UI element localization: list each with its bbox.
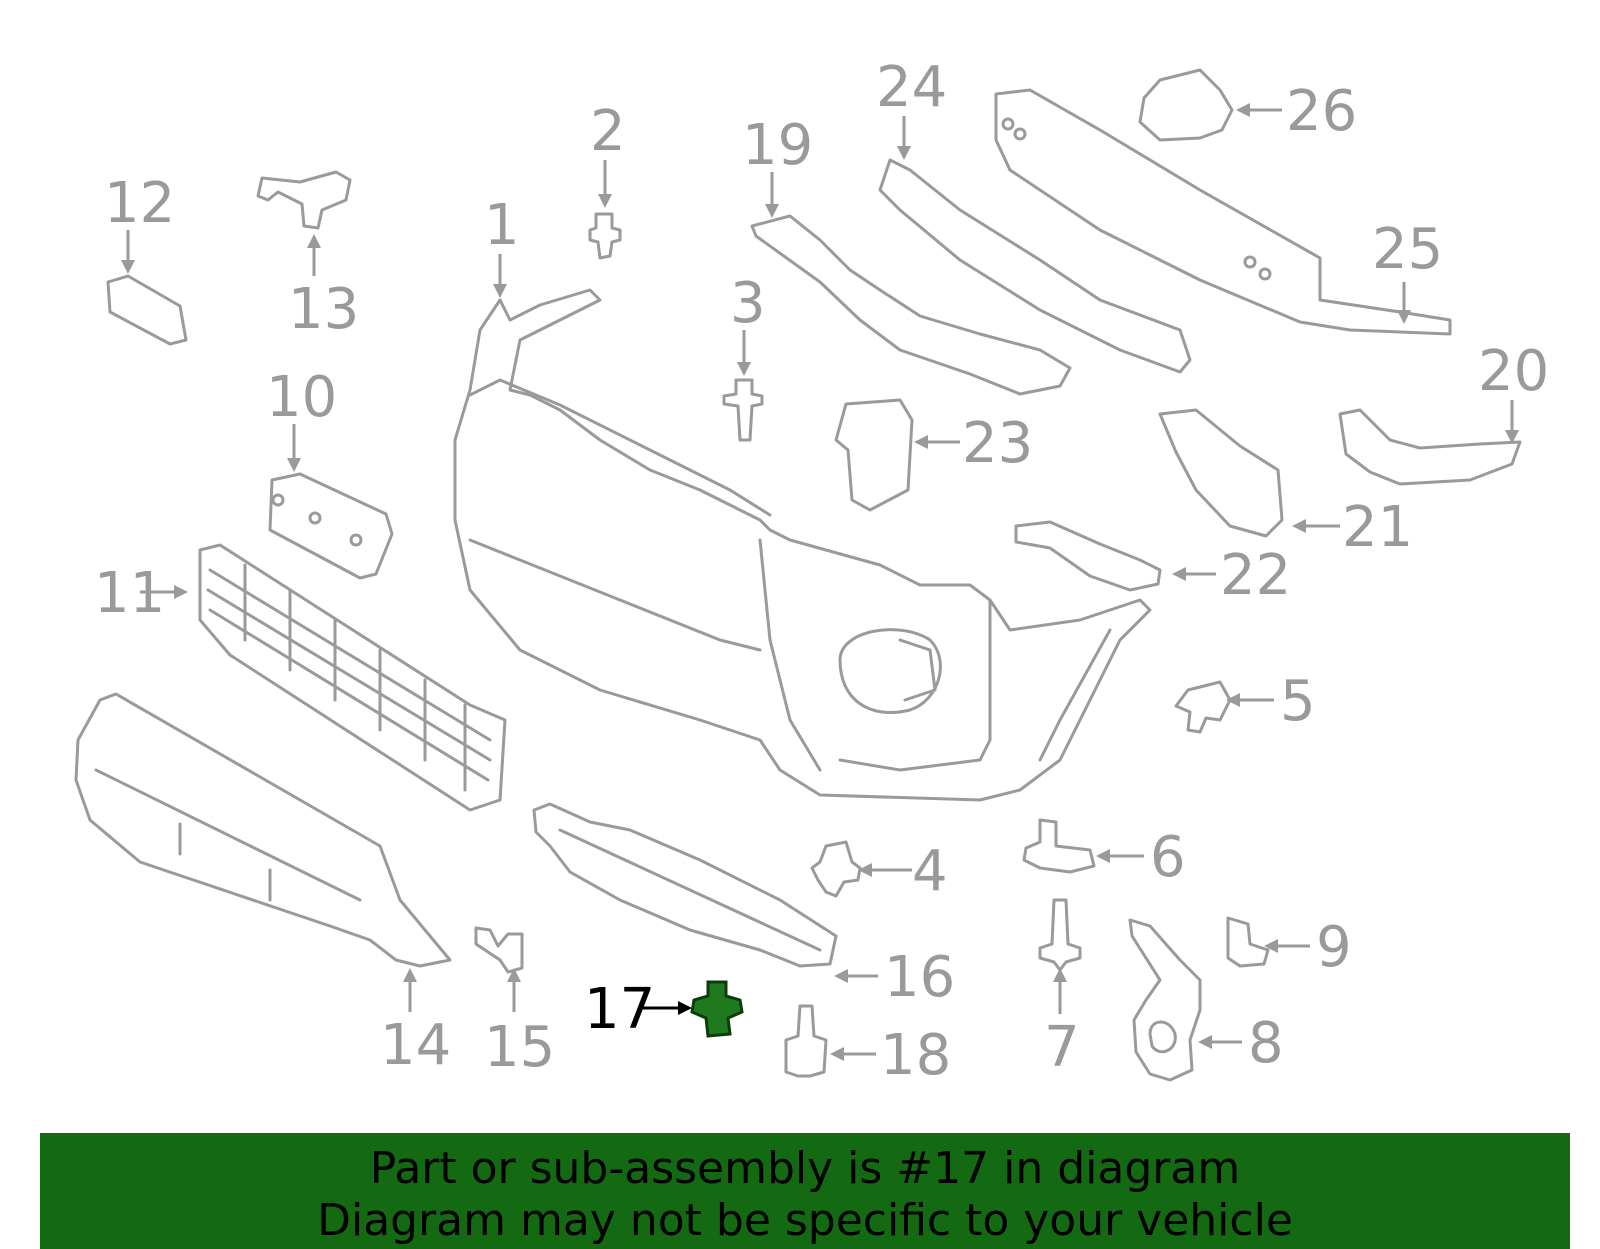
callout-18[interactable]: 18 xyxy=(880,1023,951,1088)
part-5-bracket[interactable] xyxy=(1174,680,1232,734)
part-18-bolt[interactable] xyxy=(784,1004,828,1078)
callout-12[interactable]: 12 xyxy=(104,171,175,236)
part-26-bracket[interactable] xyxy=(1138,68,1234,142)
callout-13[interactable]: 13 xyxy=(288,277,359,342)
part-20-side-bracket[interactable] xyxy=(1338,408,1522,486)
callout-17[interactable]: 17 xyxy=(584,977,655,1042)
part-13-bracket[interactable] xyxy=(256,170,352,230)
callout-8[interactable]: 8 xyxy=(1248,1011,1284,1076)
callout-labels: 1 2 3 4 5 6 7 8 9 10 11 12 13 14 15 16 1… xyxy=(94,55,1549,1088)
callout-2[interactable]: 2 xyxy=(590,99,626,164)
part-1-bumper-cover[interactable] xyxy=(453,288,1152,802)
callout-26[interactable]: 26 xyxy=(1286,79,1357,144)
part-7-bolt[interactable] xyxy=(1038,898,1082,972)
part-9-clip[interactable] xyxy=(1226,916,1270,968)
callout-7[interactable]: 7 xyxy=(1044,1015,1080,1080)
info-banner: Part or sub-assembly is #17 in diagram D… xyxy=(40,1133,1570,1249)
callout-20[interactable]: 20 xyxy=(1478,339,1549,404)
callout-9[interactable]: 9 xyxy=(1316,915,1352,980)
callout-4[interactable]: 4 xyxy=(912,839,948,904)
callout-6[interactable]: 6 xyxy=(1150,825,1186,890)
callout-5[interactable]: 5 xyxy=(1280,669,1316,734)
callout-10[interactable]: 10 xyxy=(266,365,337,430)
banner-line-2: Diagram may not be specific to your vehi… xyxy=(317,1195,1293,1246)
callout-11[interactable]: 11 xyxy=(94,561,165,626)
part-12-cover[interactable] xyxy=(106,274,188,346)
part-15-retainer[interactable] xyxy=(474,926,524,974)
part-10-license-bracket[interactable] xyxy=(268,472,394,580)
callout-3[interactable]: 3 xyxy=(730,271,766,336)
banner-line-1: Part or sub-assembly is #17 in diagram xyxy=(369,1143,1241,1194)
part-14-skid-plate[interactable] xyxy=(74,692,452,968)
part-3-clip[interactable] xyxy=(722,378,764,442)
callout-1[interactable]: 1 xyxy=(484,193,520,258)
callout-21[interactable]: 21 xyxy=(1342,495,1413,560)
callout-25[interactable]: 25 xyxy=(1372,217,1443,282)
part-19-upper-retainer[interactable] xyxy=(750,214,1072,396)
callout-19[interactable]: 19 xyxy=(742,113,813,178)
callout-22[interactable]: 22 xyxy=(1220,543,1291,608)
part-8-fog-bracket[interactable] xyxy=(1128,918,1202,1082)
part-22-bracket[interactable] xyxy=(1014,520,1162,592)
part-23-sensor-bracket[interactable] xyxy=(834,398,914,512)
callout-14[interactable]: 14 xyxy=(380,1013,451,1078)
callout-16[interactable]: 16 xyxy=(884,945,955,1010)
part-21-side-bracket[interactable] xyxy=(1158,408,1284,538)
callout-24[interactable]: 24 xyxy=(876,55,947,120)
part-25-reinforcement[interactable] xyxy=(994,88,1452,336)
part-11-grille[interactable] xyxy=(198,543,507,812)
part-24-absorber[interactable] xyxy=(878,158,1192,374)
part-6-retainer[interactable] xyxy=(1022,818,1096,874)
callout-23[interactable]: 23 xyxy=(962,411,1033,476)
part-16-lower-absorber[interactable] xyxy=(532,802,838,968)
part-4-clip[interactable] xyxy=(810,840,862,898)
part-2-clip[interactable] xyxy=(588,212,622,260)
callout-arrows xyxy=(121,103,1519,1061)
callout-15[interactable]: 15 xyxy=(484,1015,555,1080)
part-17-clip[interactable] xyxy=(690,980,744,1038)
